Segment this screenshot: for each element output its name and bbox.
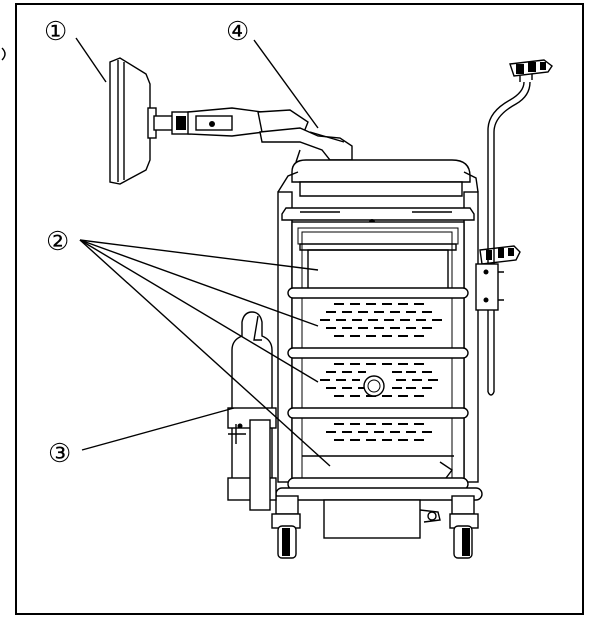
knob: [363, 375, 385, 397]
caster-left: [271, 495, 301, 559]
leader-3: [81, 407, 235, 451]
callout-3: ③: [48, 439, 71, 469]
edge-mark: [1, 47, 6, 61]
leader-lines: [75, 37, 331, 467]
leader-2b: [79, 239, 319, 327]
vent-panel-3: [326, 423, 432, 441]
monitor: [109, 57, 157, 185]
vent-panel-1: [320, 303, 442, 337]
leader-1: [75, 37, 107, 83]
leader-2c: [79, 239, 319, 383]
iv-pole: [475, 59, 553, 396]
callout-4: ④: [226, 17, 249, 47]
callout-1: ①: [44, 17, 67, 47]
gas-cylinder: [227, 311, 277, 511]
caster-right: [449, 495, 479, 559]
cart-body: [271, 159, 483, 559]
leader-2d: [79, 239, 331, 467]
leader-4: [253, 39, 319, 129]
callout-2: ②: [46, 227, 69, 257]
monitor-arm: [153, 107, 353, 163]
leader-2a: [79, 239, 319, 271]
